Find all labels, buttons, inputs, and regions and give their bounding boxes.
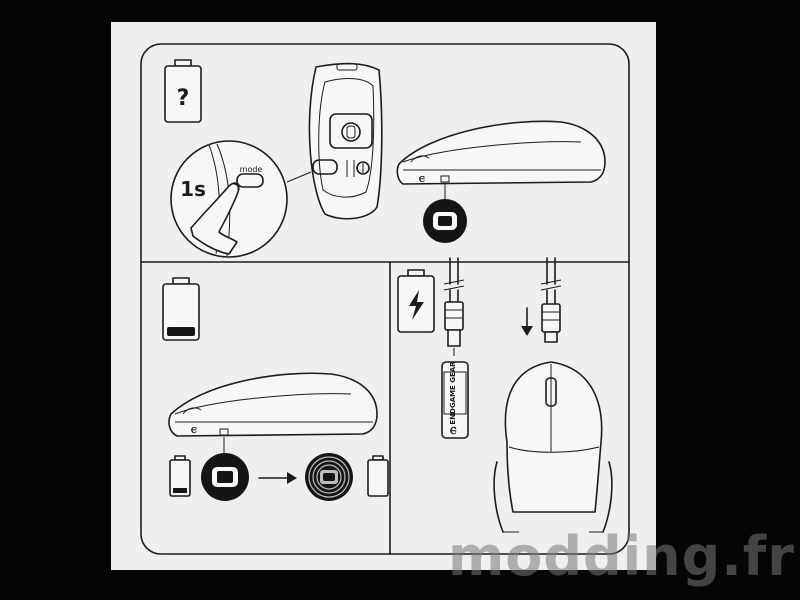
battery-low-small-icon: [169, 455, 191, 497]
battery-full-icon: [367, 455, 389, 497]
dongle-text: ENDGAME GEAR: [449, 361, 457, 425]
usb-cable-icon-2: [540, 257, 562, 343]
battery-unknown-icon: ?: [164, 59, 202, 123]
usb-dongle-icon: ENDGAME GEAR Ⲉ: [441, 361, 469, 439]
mouse-top-view: [493, 361, 613, 533]
arrow-right-icon: [258, 472, 297, 484]
led-pulse-icon: [305, 453, 353, 501]
panel-low-battery: Ⲉ: [162, 277, 389, 501]
panel-pairing: ? mode 1s: [164, 59, 606, 258]
mode-button-label: mode: [240, 165, 263, 174]
usb-cable-icon: [443, 257, 465, 356]
power-switch: [356, 161, 370, 175]
watermark-text: modding.fr: [448, 525, 795, 588]
led-off-icon-2: [201, 453, 249, 501]
arrow-down-icon: [521, 307, 533, 336]
zoom-lead-line: [286, 171, 312, 183]
mouse-side-view-2: Ⲉ: [168, 372, 378, 454]
led-off-icon: [423, 199, 467, 243]
mode-button-zoom: mode 1s: [170, 140, 288, 258]
dongle-logo-icon: Ⲉ: [450, 426, 457, 437]
mode-button: [236, 173, 264, 188]
brand-logo-icon: Ⲉ: [419, 174, 425, 185]
instruction-sheet: ? mode 1s: [111, 22, 656, 570]
scroll-wheel: [545, 377, 557, 407]
unknown-symbol: ?: [177, 86, 190, 111]
led-indicator: [440, 175, 450, 183]
sensor-icon: [341, 122, 361, 142]
instruction-illustration: ? mode 1s: [140, 43, 630, 555]
mouse-side-view: Ⲉ: [396, 120, 606, 200]
battery-charging-icon: [397, 269, 435, 333]
panel-charging: ENDGAME GEAR Ⲉ: [397, 257, 613, 533]
brand-logo-icon-2: Ⲉ: [191, 425, 197, 436]
battery-low-icon: [162, 277, 200, 341]
outer-frame: [140, 43, 630, 555]
hold-time-label: 1s: [180, 177, 206, 201]
mode-button-bottom: [312, 159, 338, 175]
finger-icon: [190, 182, 240, 255]
mouse-bottom-view: [308, 62, 383, 220]
